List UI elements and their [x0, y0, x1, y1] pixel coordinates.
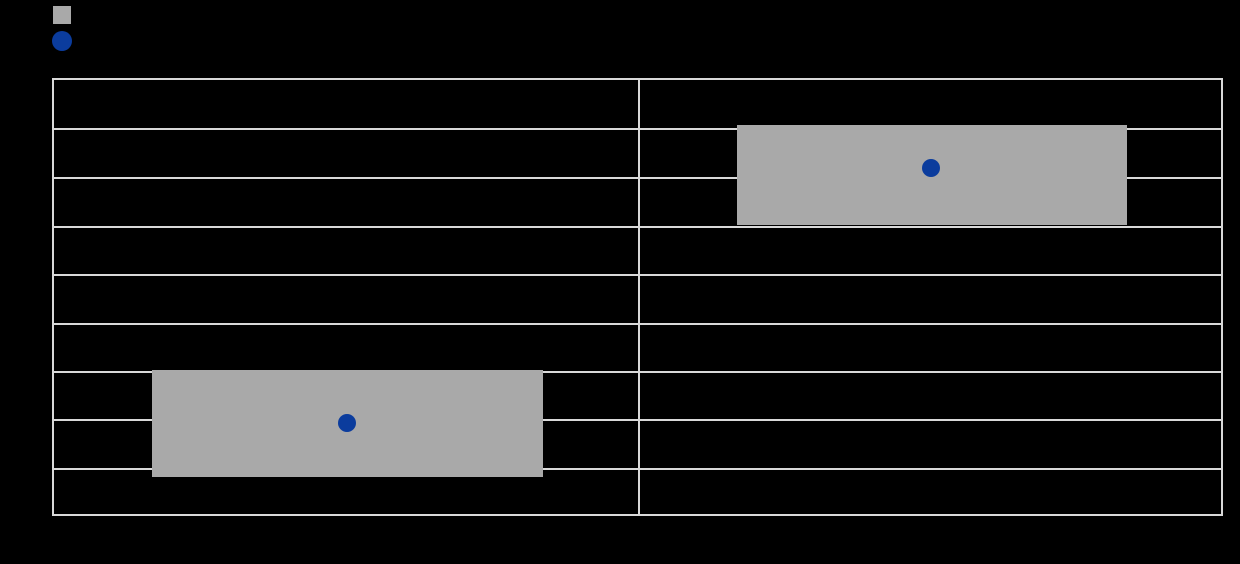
- legend-range-swatch-icon: [53, 6, 71, 24]
- horizontal-gridline: [54, 274, 1221, 276]
- horizontal-gridline: [54, 468, 1221, 470]
- vertical-gridline: [638, 80, 640, 514]
- point-marker-right-panel: [922, 159, 940, 177]
- horizontal-gridline: [54, 371, 1221, 373]
- horizontal-gridline: [54, 323, 1221, 325]
- plot-area: [52, 78, 1223, 516]
- horizontal-gridline: [54, 226, 1221, 228]
- horizontal-gridline: [54, 419, 1221, 421]
- horizontal-gridline: [54, 128, 1221, 130]
- legend-point-swatch-icon: [52, 31, 72, 51]
- horizontal-gridline: [54, 177, 1221, 179]
- point-marker-left-panel: [338, 414, 356, 432]
